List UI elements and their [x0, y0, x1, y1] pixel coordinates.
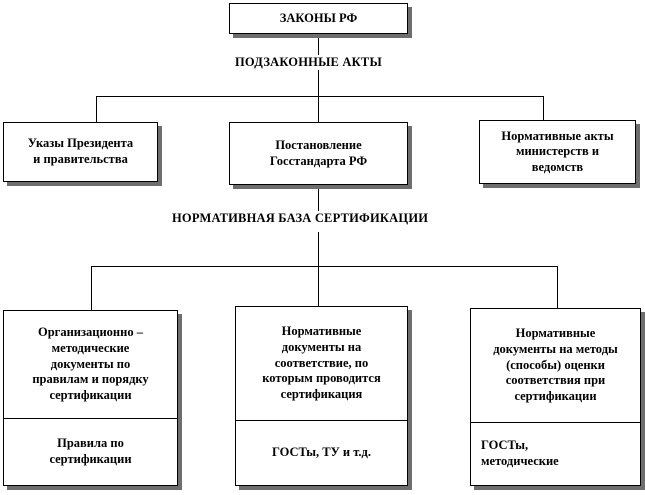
decrees-label: Указы Президента и правительства: [27, 136, 134, 166]
conformity-docs-label: Нормативные документы на соответствие, п…: [262, 324, 381, 401]
connector-tier3-left-drop: [91, 266, 92, 311]
gost-methodical-label: ГОСТы, методические: [471, 422, 640, 485]
assessment-methods-label: Нормативные документы на методы (способы…: [493, 326, 618, 403]
laws-label: ЗАКОНЫ РФ: [279, 10, 358, 25]
ministry-acts-label: Нормативные акты министерств и ведомств: [501, 128, 614, 174]
assessment-methods-box: Нормативные документы на методы (способы…: [470, 308, 641, 486]
connector-tier3-horizontal: [91, 266, 558, 267]
methodical-docs-box: Организационно – методические документы …: [3, 310, 178, 486]
certification-base-heading: НОРМАТИВНАЯ БАЗА СЕРТИФИКАЦИИ: [172, 211, 429, 226]
ministry-acts-box: Нормативные акты министерств и ведомств: [479, 120, 636, 184]
methodical-docs-label: Организационно – методические документы …: [32, 325, 149, 402]
laws-box: ЗАКОНЫ РФ: [229, 3, 408, 34]
gosstandart-resolution-label: Постановление Госстандарта РФ: [269, 137, 368, 168]
certification-rules-label: Правила по сертификации: [4, 418, 177, 485]
gost-tu-label: ГОСТы, ТУ и т.д.: [236, 420, 407, 485]
connector-mid-vertical: [318, 232, 319, 307]
decrees-box: Указы Президента и правительства: [3, 122, 158, 182]
gosstandart-resolution-box: Постановление Госстандарта РФ: [229, 122, 408, 185]
connector-tier2-left-drop: [96, 96, 97, 123]
conformity-docs-box: Нормативные документы на соответствие, п…: [235, 306, 408, 486]
connector-tier2-horizontal: [96, 96, 544, 97]
connector-tier2-right-drop: [543, 96, 544, 121]
bylaws-heading: ПОДЗАКОННЫЕ АКТЫ: [235, 55, 382, 70]
connector-tier3-right-drop: [557, 266, 558, 309]
